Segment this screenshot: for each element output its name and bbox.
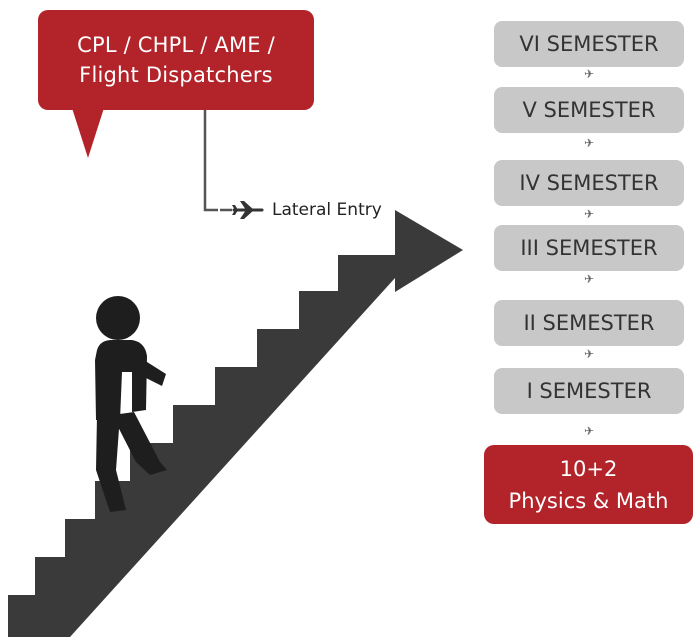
goal-callout-tail (72, 108, 104, 158)
airplane-icon (232, 201, 264, 219)
airplane-icon: ✈ (583, 272, 595, 286)
goal-callout-line1: CPL / CHPL / AME / (77, 33, 275, 57)
semester-box-3: III SEMESTER (494, 225, 684, 271)
semester-box-2: II SEMESTER (494, 300, 684, 346)
semester-box-4: IV SEMESTER (494, 160, 684, 206)
goal-callout-line2: Flight Dispatchers (79, 63, 273, 87)
airplane-icon: ✈ (583, 136, 595, 150)
semester-box-1: I SEMESTER (494, 368, 684, 414)
airplane-icon: ✈ (583, 347, 595, 361)
lateral-entry-label: Lateral Entry (272, 200, 382, 220)
base-qualification-line2: Physics & Math (508, 488, 669, 513)
goal-callout: CPL / CHPL / AME / Flight Dispatchers (38, 10, 314, 110)
airplane-icon: ✈ (583, 67, 595, 81)
base-qualification-box: 10+2 Physics & Math (484, 445, 693, 524)
airplane-icon: ✈ (583, 207, 595, 221)
staircase-arrow (8, 210, 463, 637)
lateral-entry-connector-line (203, 110, 218, 212)
airplane-icon: ✈ (583, 424, 595, 438)
base-qualification-line1: 10+2 (559, 456, 618, 481)
semester-box-5: V SEMESTER (494, 87, 684, 133)
semester-box-6: VI SEMESTER (494, 21, 684, 67)
person-icon (95, 296, 167, 512)
